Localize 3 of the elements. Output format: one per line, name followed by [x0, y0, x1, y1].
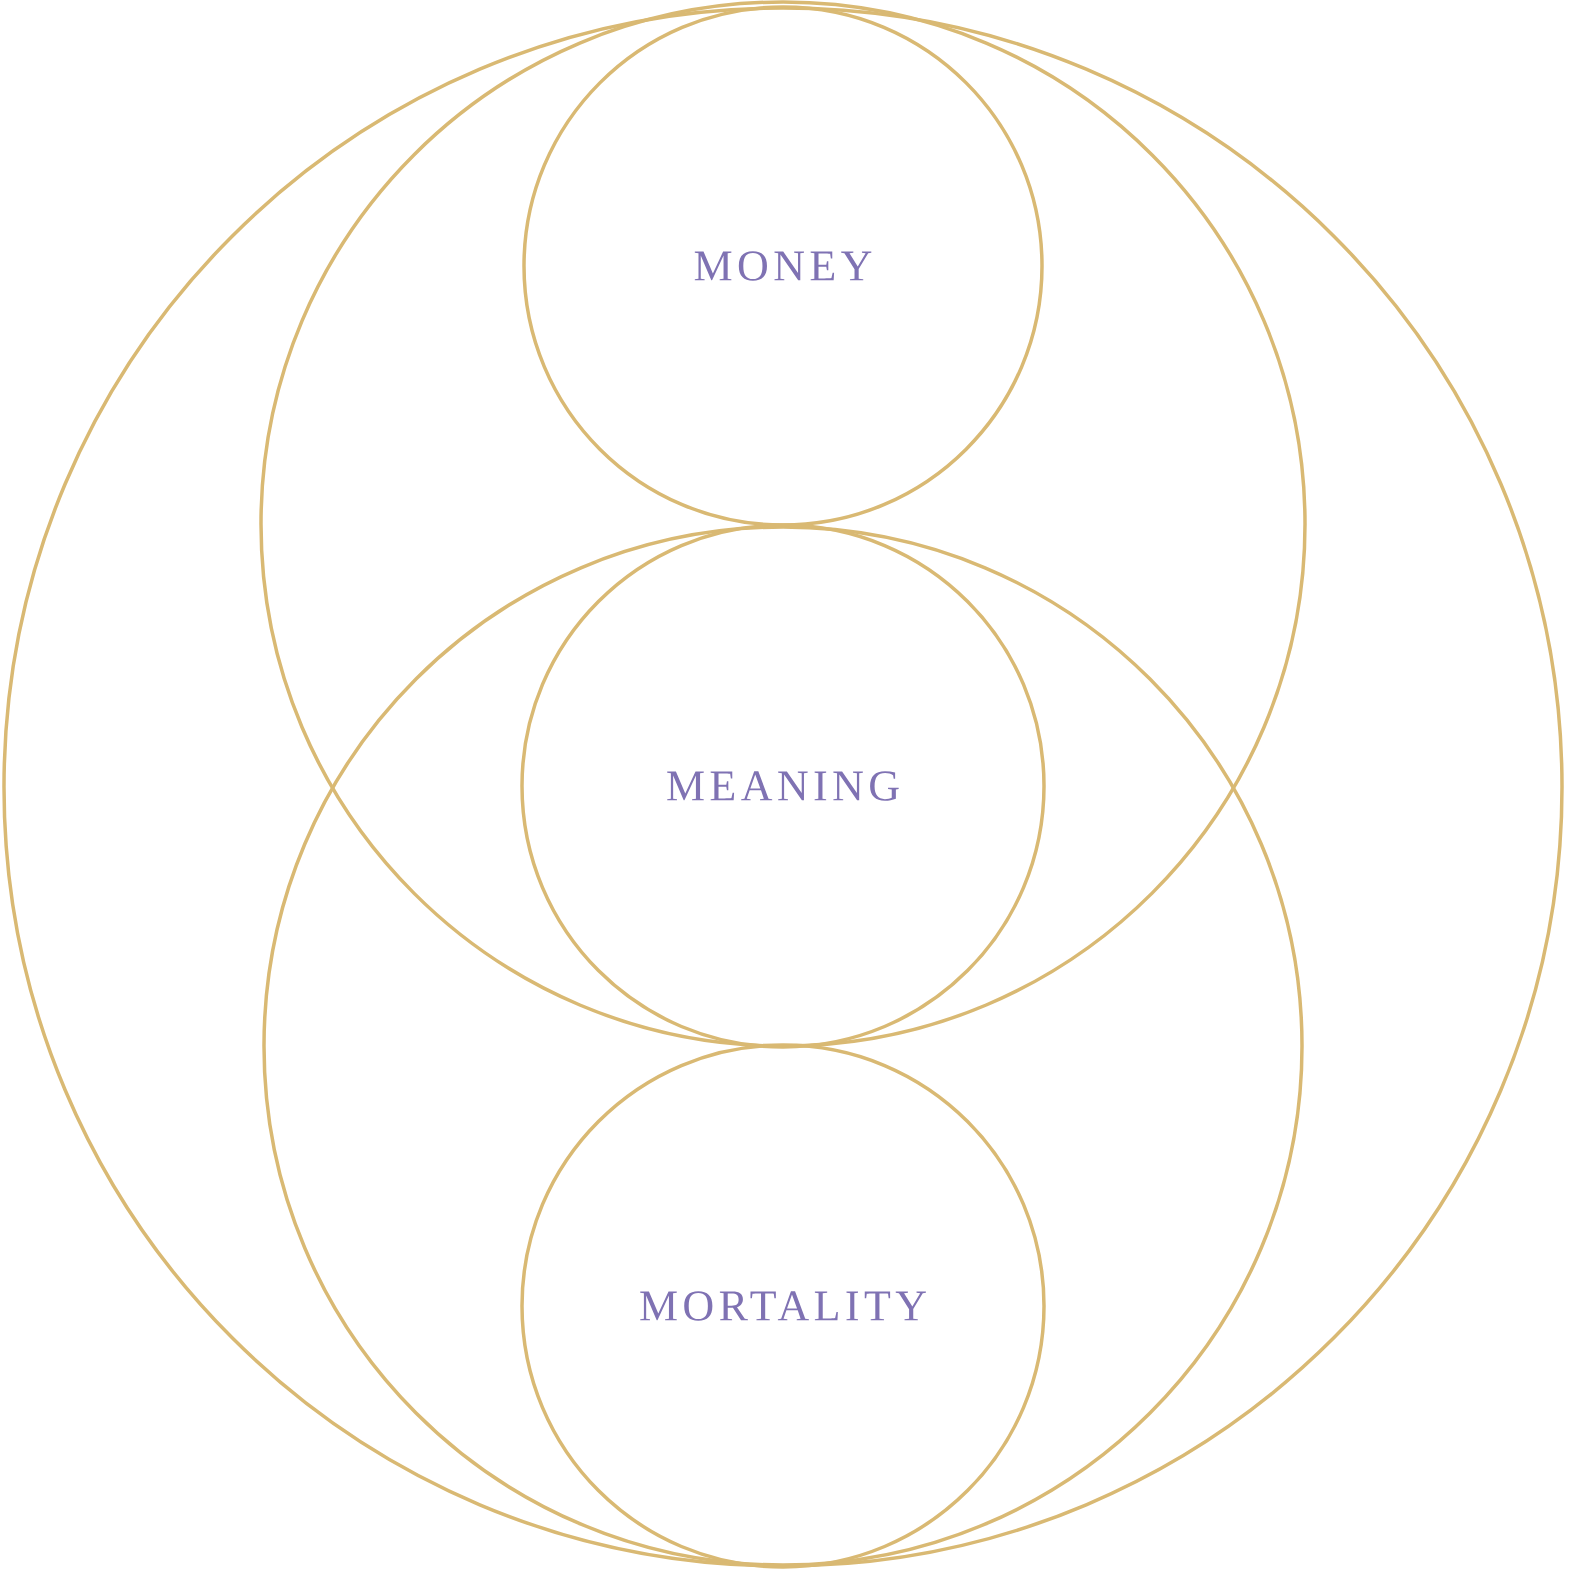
circle-outline [259, 0, 1307, 1048]
circle-outline [262, 525, 1304, 1567]
circle-outline [2, 6, 1564, 1568]
